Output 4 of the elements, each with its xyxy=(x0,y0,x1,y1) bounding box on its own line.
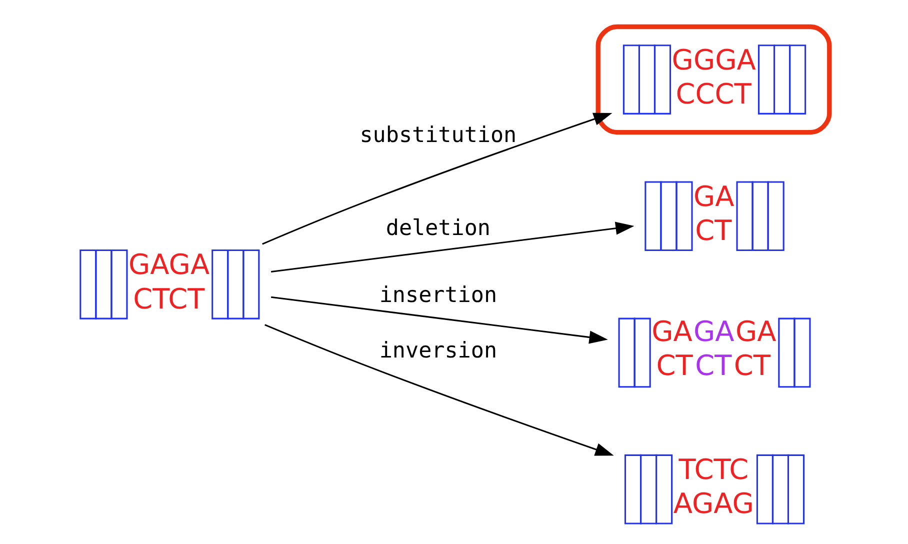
edge-label: deletion xyxy=(385,216,490,242)
edge-label: insertion xyxy=(378,282,497,308)
edge-label: substitution xyxy=(359,122,516,148)
edge-label: inversion xyxy=(378,338,497,364)
